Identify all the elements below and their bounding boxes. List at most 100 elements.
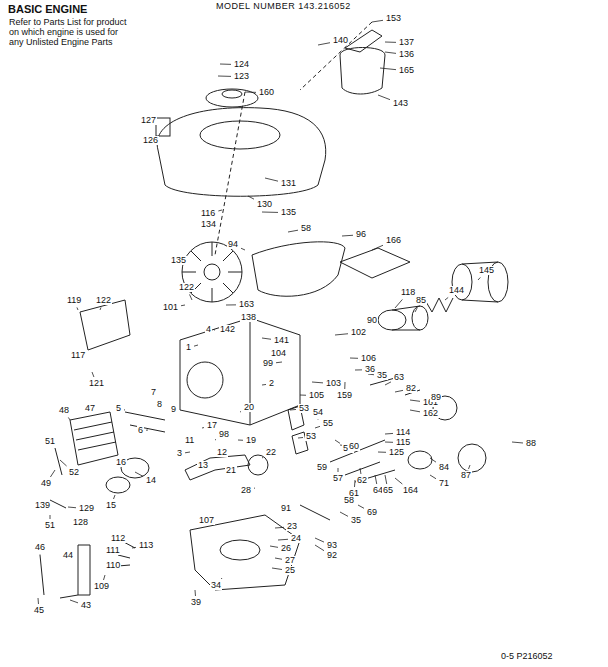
leader-line: [218, 76, 231, 77]
leader-line: [124, 409, 126, 410]
callout-number: 93: [326, 541, 338, 550]
callout-number: 87: [460, 471, 472, 480]
leader-line: [262, 212, 278, 213]
cylinder-bore: [187, 362, 223, 398]
callout-number: 1: [185, 343, 192, 352]
leader-line: [385, 42, 396, 43]
leader-line: [288, 230, 298, 232]
cam-gear: [248, 455, 268, 475]
callout-number: 145: [478, 266, 495, 275]
leader-line: [190, 294, 192, 300]
leader-line: [185, 452, 190, 454]
callout-number: 160: [258, 88, 275, 97]
leader-line: [194, 345, 198, 346]
callout-number: 117: [70, 351, 86, 360]
leader-line: [240, 411, 241, 412]
leader-line: [181, 305, 185, 307]
leader-line: [375, 475, 377, 484]
callout-number: 15: [105, 501, 117, 510]
callout-number: 124: [233, 60, 250, 69]
piston-ring: [106, 477, 130, 493]
callout-number: 122: [178, 283, 195, 292]
callout-number: 92: [326, 551, 338, 560]
callout-number: 103: [325, 379, 342, 388]
leader-line: [315, 538, 324, 542]
callout-number: 58: [343, 496, 355, 505]
callout-number: 112: [110, 534, 126, 543]
leader-line: [290, 409, 296, 411]
callout-number: 123: [233, 72, 250, 81]
crankcase-base: [220, 540, 260, 560]
leader-line: [340, 512, 348, 516]
callout-number: 102: [350, 328, 367, 337]
callout-number: 25: [284, 566, 296, 575]
leader-line: [385, 52, 396, 53]
callout-number: 2: [268, 379, 275, 388]
leader-line: [378, 95, 390, 100]
callout-number: 51: [44, 521, 56, 530]
flywheel: [182, 242, 242, 302]
flywheel: [204, 264, 220, 280]
leader-line: [104, 575, 105, 580]
callout-number: 48: [58, 406, 70, 415]
callout-number: 36: [364, 365, 376, 374]
leader-line: [238, 440, 243, 441]
callout-number: 135: [170, 256, 187, 265]
leader-line: [245, 92, 256, 93]
callout-number: 69: [366, 508, 378, 517]
leader-line: [275, 527, 284, 529]
callout-number: 51: [44, 437, 56, 446]
leader-line: [315, 426, 320, 428]
callout-number: 23: [286, 522, 298, 531]
callout-number: 144: [448, 286, 465, 295]
leader-line: [385, 442, 393, 443]
callout-number: 53: [305, 432, 317, 441]
callout-number: 16: [115, 458, 127, 467]
spring: [425, 298, 453, 312]
leader-line: [410, 410, 420, 412]
leader-line: [77, 307, 78, 310]
callout-number: 113: [138, 541, 154, 550]
leader-line: [395, 299, 402, 308]
callout-number: 153: [385, 14, 402, 23]
leader-line: [312, 382, 323, 384]
leader-line: [241, 248, 245, 250]
leader-line: [272, 568, 282, 570]
leader-line: [146, 430, 148, 431]
muffler-body: [378, 310, 406, 330]
callout-number: 4: [205, 325, 212, 334]
gear: [458, 444, 486, 472]
callout-number: 11: [184, 436, 195, 445]
note-text: Refer to Parts List for product on which…: [8, 18, 128, 48]
blower-housing: [200, 121, 280, 149]
flywheel-fins: [182, 242, 242, 302]
callout-number: 6: [137, 426, 144, 435]
leader-line: [385, 433, 393, 435]
leader-line: [378, 452, 386, 453]
callout-number: 119: [66, 296, 82, 305]
leader-line: [226, 304, 236, 305]
callout-number: 128: [72, 518, 89, 527]
callout-number: 60: [348, 442, 360, 451]
callout-number: 43: [80, 601, 92, 610]
leader-line: [318, 419, 319, 421]
leader-line: [220, 64, 231, 65]
leader-line: [430, 458, 436, 462]
leader-line: [385, 475, 387, 484]
callout-number: 7: [150, 388, 157, 397]
leader-line: [248, 196, 254, 199]
callout-number: 88: [525, 439, 537, 448]
callout-number: 98: [218, 430, 230, 439]
leader-line: [100, 307, 102, 310]
fuel-tube: [60, 545, 90, 598]
leader-line: [214, 329, 216, 330]
leader-line: [395, 478, 402, 484]
leader-line: [395, 390, 403, 392]
leader-line: [202, 427, 204, 428]
callout-number: 142: [219, 325, 236, 334]
crankcase-base: [190, 515, 300, 590]
callout-number: 131: [280, 179, 297, 188]
